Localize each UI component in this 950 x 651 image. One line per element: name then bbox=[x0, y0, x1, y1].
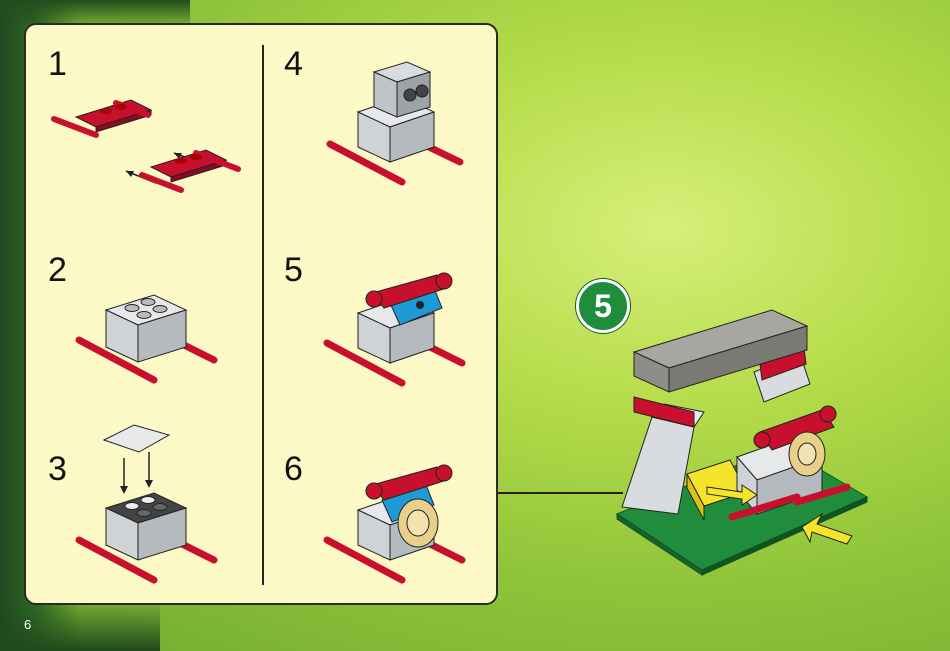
step-6-illustration bbox=[322, 445, 482, 590]
main-step-model-illustration bbox=[612, 292, 872, 587]
step-number-6: 6 bbox=[284, 452, 303, 486]
step-number-3: 3 bbox=[48, 452, 67, 486]
sub-build-panel: 1 2 3 bbox=[24, 23, 498, 605]
step-number-5: 5 bbox=[284, 253, 303, 287]
step-number-1: 1 bbox=[48, 47, 67, 81]
step-3-illustration bbox=[74, 420, 244, 590]
step-number-4: 4 bbox=[284, 47, 303, 81]
step-4-illustration bbox=[322, 47, 482, 187]
page-number: 6 bbox=[24, 617, 31, 632]
callout-connector-line bbox=[498, 492, 623, 494]
step-1-illustration bbox=[46, 95, 246, 195]
panel-divider bbox=[262, 45, 264, 585]
step-5-illustration bbox=[322, 253, 482, 393]
step-number-2: 2 bbox=[48, 253, 67, 287]
step-2-illustration bbox=[74, 290, 244, 390]
